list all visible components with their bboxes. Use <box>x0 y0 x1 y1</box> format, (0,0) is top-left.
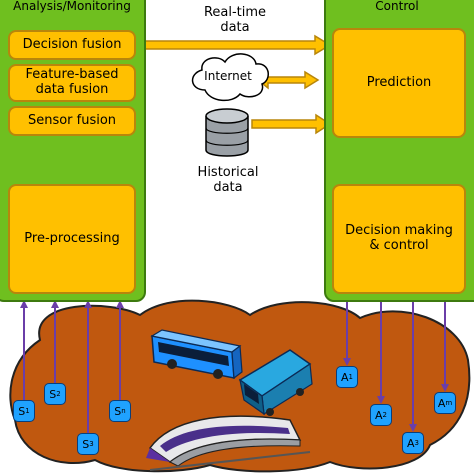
internet-label: Internet <box>204 69 252 83</box>
historical-label-1: Historical <box>197 165 259 180</box>
sensor-fusion-box: Sensor fusion <box>8 106 136 136</box>
feature-fusion-box: Feature-based data fusion <box>8 64 136 102</box>
realtime-label-1: Real-time <box>203 5 267 20</box>
feature-fusion-label-2: data fusion <box>35 82 109 97</box>
decision-fusion-box: Decision fusion <box>8 30 136 60</box>
internet-cloud <box>191 53 269 102</box>
feature-fusion-label-1: Feature-based <box>25 67 119 83</box>
arrow-historical <box>251 113 332 135</box>
prediction-label: Prediction <box>366 74 432 90</box>
preprocessing-box: Pre-processing <box>8 184 136 294</box>
realtime-label-2: data <box>220 19 250 35</box>
decision-fusion-label: Decision fusion <box>22 36 122 52</box>
actuator-arrows <box>343 302 449 432</box>
preprocessing-label: Pre-processing <box>24 230 120 246</box>
decision-making-label-2: & control <box>369 238 429 253</box>
prediction-box: Prediction <box>332 28 466 138</box>
sensor-fusion-label: Sensor fusion <box>27 112 117 128</box>
realtime-data-label: Real-time data <box>195 5 275 36</box>
historical-data-label: Historical data <box>190 165 266 196</box>
arrow-decision-to-control <box>137 34 332 56</box>
analysis-monitoring-title: Analysis/Monitoring <box>13 0 131 13</box>
decision-making-label-1: Decision making <box>345 223 453 239</box>
database-icon <box>205 108 249 157</box>
coach-icon <box>238 349 313 416</box>
environment-ground <box>9 299 471 473</box>
sensor-arrows <box>20 300 124 433</box>
control-title: Control <box>375 0 419 13</box>
bus-icon <box>150 329 243 380</box>
historical-label-2: data <box>213 179 243 195</box>
decision-making-box: Decision making & control <box>332 184 466 294</box>
train-icon <box>146 415 311 471</box>
